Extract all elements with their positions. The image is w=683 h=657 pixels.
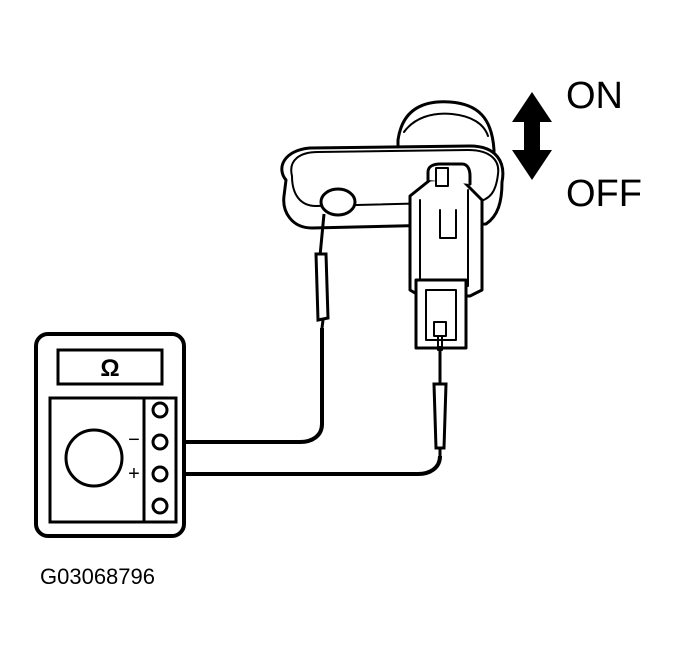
probe-negative bbox=[314, 213, 330, 329]
up-down-arrow-icon bbox=[512, 92, 552, 180]
connector-terminal bbox=[433, 321, 447, 337]
meter-terminal-1 bbox=[151, 401, 169, 419]
meter-terminal-positive bbox=[151, 465, 169, 483]
negative-terminal-label: − bbox=[128, 429, 140, 451]
lead-negative bbox=[166, 328, 324, 444]
test-leads bbox=[166, 328, 442, 476]
meter-dial bbox=[64, 428, 124, 488]
door-courtesy-switch-icon bbox=[280, 100, 505, 351]
meter-terminal-negative bbox=[151, 433, 169, 451]
figure-code: G03068796 bbox=[40, 564, 155, 589]
ohmmeter-icon bbox=[34, 332, 186, 538]
meter-display bbox=[56, 348, 164, 386]
positive-terminal-label: + bbox=[128, 463, 140, 485]
probe-positive bbox=[432, 346, 448, 456]
ohm-symbol: Ω bbox=[100, 355, 119, 382]
lead-positive bbox=[166, 455, 442, 476]
on-label: ON bbox=[566, 75, 623, 117]
meter-terminal-4 bbox=[151, 497, 169, 515]
mounting-hole bbox=[319, 187, 357, 217]
off-label: OFF bbox=[566, 173, 642, 215]
